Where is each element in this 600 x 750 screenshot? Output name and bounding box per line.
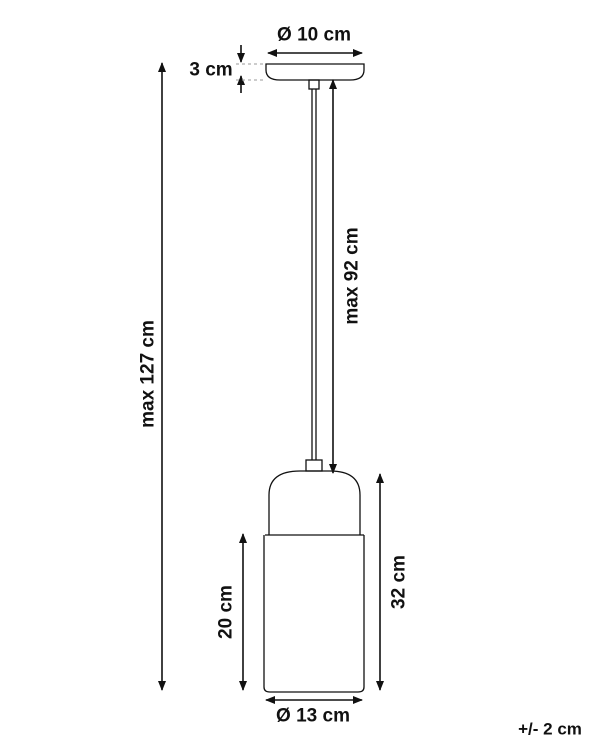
shade-diameter-label: Ø 13 cm (276, 705, 350, 727)
lamp-drawing (263, 63, 365, 693)
cord-connector-bottom (305, 459, 323, 472)
canopy-height-guides (236, 63, 266, 81)
dimension-lines (158, 45, 384, 704)
shade-height-label: 32 cm (388, 555, 410, 609)
glass-height-label: 20 cm (215, 585, 237, 639)
glass-cylinder (263, 535, 365, 693)
shade-top-cap (268, 470, 361, 535)
canopy-diameter-label: Ø 10 cm (277, 24, 351, 46)
total-height-label: max 127 cm (137, 320, 159, 428)
tolerance-note: +/- 2 cm (518, 719, 582, 739)
cord-connector-top (308, 79, 320, 90)
canopy-height-label: 3 cm (189, 59, 233, 81)
ceiling-canopy (265, 63, 365, 81)
cord-length-label: max 92 cm (341, 227, 363, 325)
